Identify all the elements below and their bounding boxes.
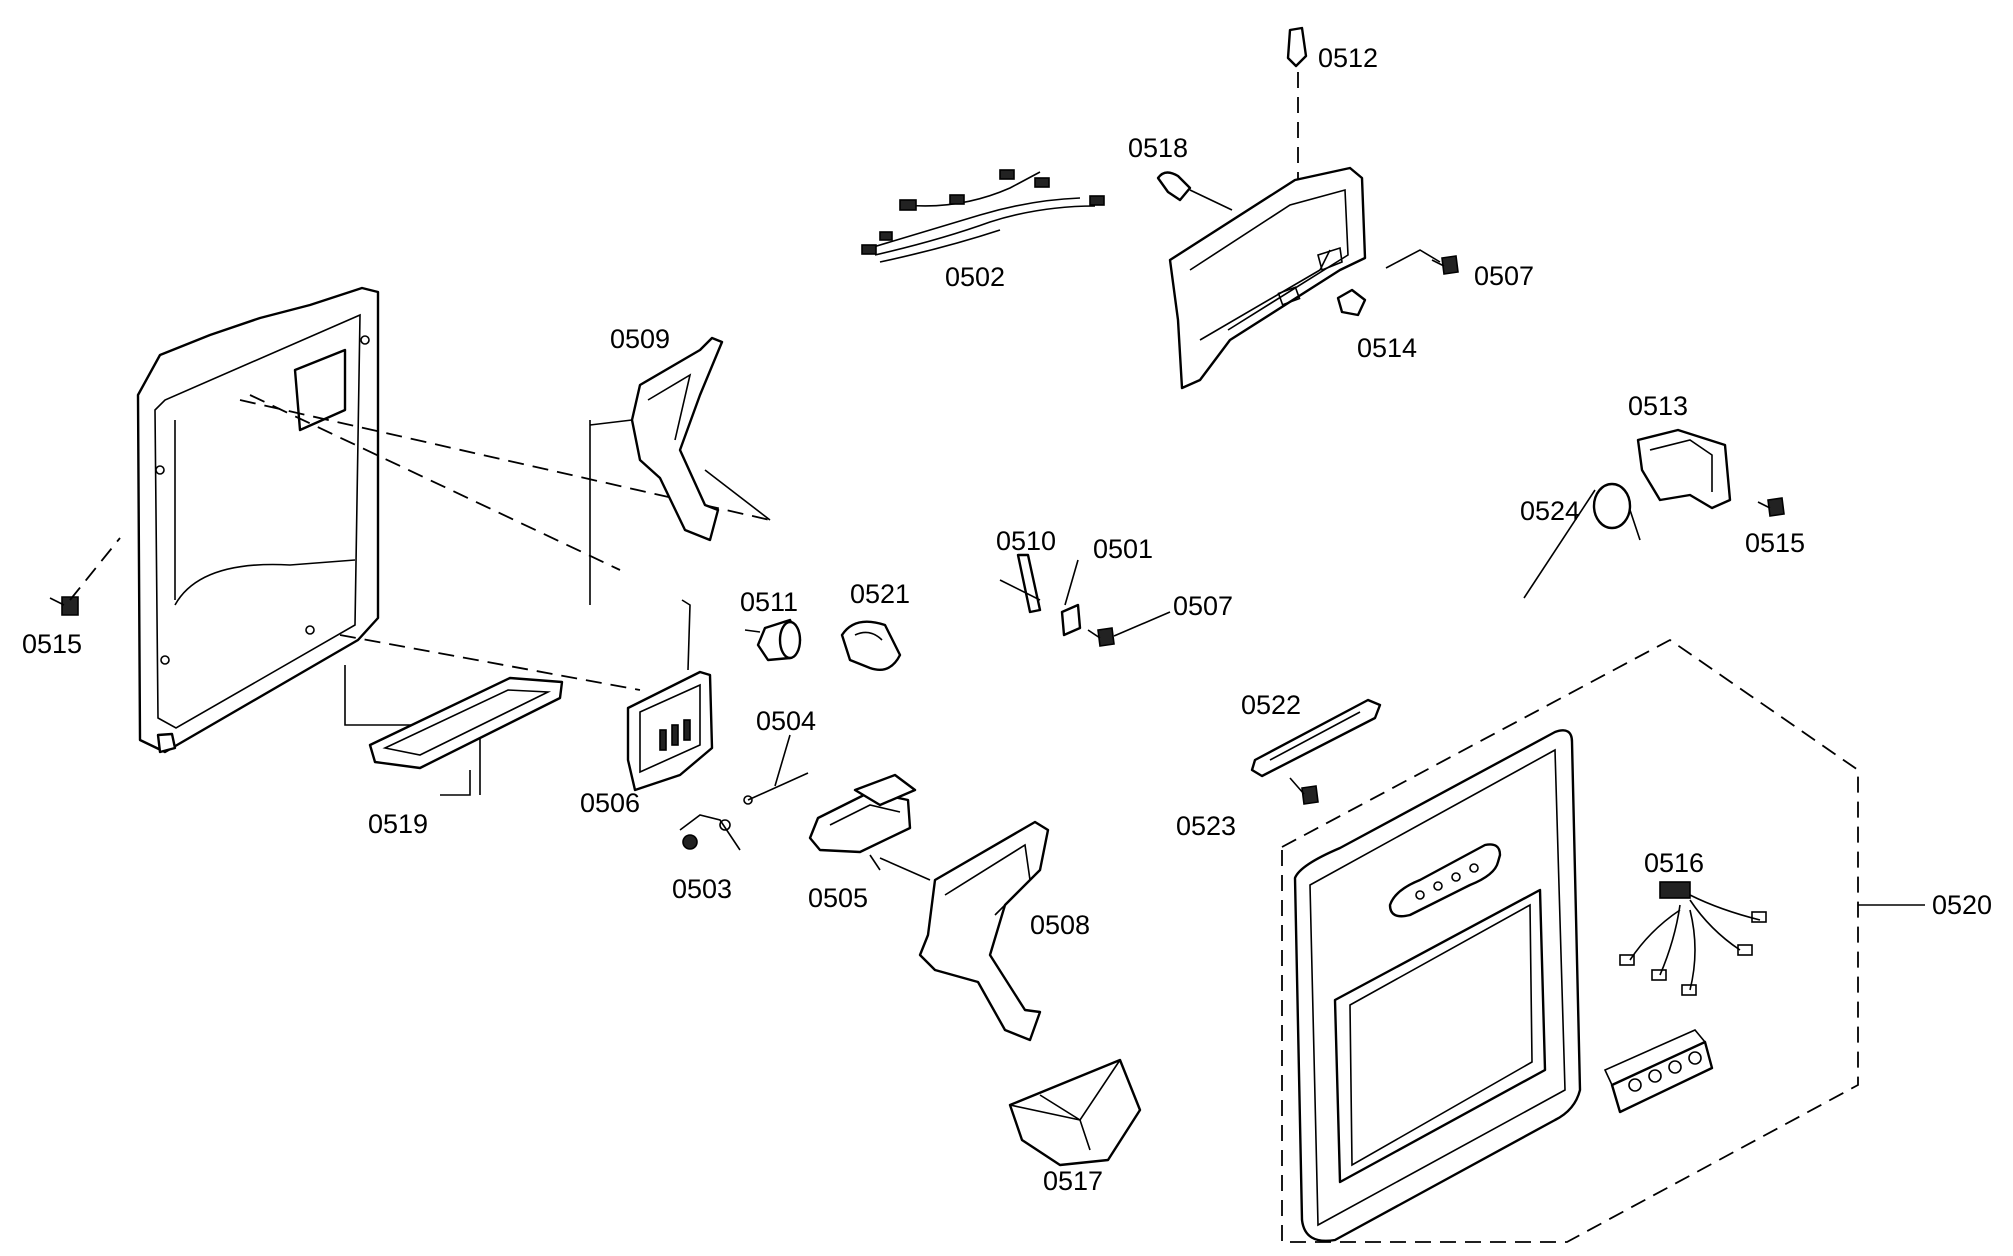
label-0521: 0521 (850, 579, 910, 609)
label-0515-left: 0515 (22, 629, 82, 659)
dispenser-upper-bracket (1168, 166, 1367, 390)
part-0512-sensor (1286, 26, 1308, 190)
label-0504: 0504 (756, 706, 816, 736)
part-0524-thermistor (1523, 482, 1641, 599)
part-0516-harness (1619, 881, 1767, 996)
part-0502-wire-harness (861, 169, 1105, 263)
part-0521-cover (840, 620, 902, 672)
label-0507-center: 0507 (1173, 591, 1233, 621)
label-0502: 0502 (945, 262, 1005, 292)
label-0514: 0514 (1357, 333, 1417, 363)
part-0511-motor (744, 618, 802, 662)
part-0501-plate (1060, 559, 1082, 637)
part-0504-shaft (743, 734, 809, 805)
label-0522: 0522 (1241, 690, 1301, 720)
label-0505: 0505 (808, 883, 868, 913)
screw-0515-right (1757, 497, 1785, 517)
part-0506-paddle (626, 599, 714, 792)
label-0509: 0509 (610, 324, 670, 354)
label-0520: 0520 (1932, 890, 1992, 920)
part-0522-rail (1250, 698, 1382, 778)
label-0508: 0508 (1030, 910, 1090, 940)
label-0524: 0524 (1520, 496, 1580, 526)
part-0519-drip-tray (368, 676, 564, 796)
label-0512: 0512 (1318, 43, 1378, 73)
part-0503-spring (679, 814, 741, 851)
label-0516: 0516 (1644, 848, 1704, 878)
label-0511: 0511 (740, 587, 798, 617)
label-0517: 0517 (1043, 1166, 1103, 1196)
part-0513-bracket (1636, 428, 1732, 510)
label-0518: 0518 (1128, 133, 1188, 163)
part-0509-lever (589, 336, 771, 542)
label-0501: 0501 (1093, 534, 1153, 564)
label-0506: 0506 (580, 788, 640, 818)
label-0510: 0510 (996, 526, 1056, 556)
label-0515-right: 0515 (1745, 528, 1805, 558)
part-0516-keypad (1603, 1029, 1714, 1114)
screw-0507-center (1087, 611, 1171, 647)
part-0514-button (1336, 288, 1367, 317)
part-labels: 0512 0518 0502 0507 0514 0509 0513 0524 … (22, 43, 1992, 1196)
screw-0507-upper (1385, 249, 1459, 275)
part-0520-front-panel (1293, 729, 1582, 1242)
label-0523: 0523 (1176, 811, 1236, 841)
label-0507-upper: 0507 (1474, 261, 1534, 291)
screw-0515-left (49, 537, 121, 616)
dispenser-housing-frame (136, 286, 380, 754)
part-0518-bulb (1156, 171, 1233, 211)
label-0513: 0513 (1628, 391, 1688, 421)
part-0517-cup (1008, 1058, 1142, 1167)
label-0519: 0519 (368, 809, 428, 839)
label-0503: 0503 (672, 874, 732, 904)
part-0505-bracket (808, 773, 931, 881)
part-0510-clip (999, 553, 1042, 614)
screw-0523 (1289, 777, 1319, 805)
part-0508-lever (918, 820, 1050, 1042)
